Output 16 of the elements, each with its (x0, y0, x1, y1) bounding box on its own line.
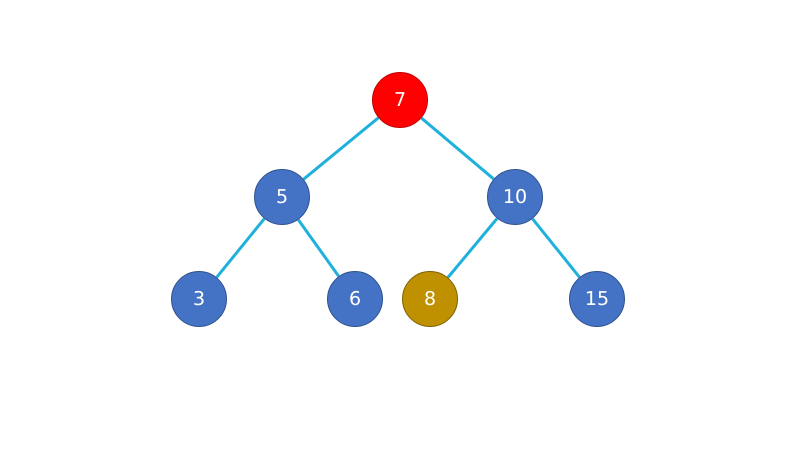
node-value: 10 (502, 186, 528, 208)
tree-edge (446, 218, 498, 278)
tree-node-circle (254, 169, 310, 225)
node-value: 5 (276, 186, 288, 208)
tree-edge (420, 116, 495, 180)
tree-edge (531, 218, 581, 278)
tree-node-circle (372, 72, 428, 128)
tree-edge (216, 218, 266, 278)
tree-node-circle (487, 169, 543, 225)
node-value: 3 (192, 288, 206, 310)
tree-edge (302, 116, 380, 180)
tree-edge (297, 218, 340, 278)
node-value: 6 (348, 288, 362, 310)
node-value: 7 (394, 89, 406, 111)
node-value: 15 (584, 288, 610, 310)
node-value: 8 (424, 288, 436, 310)
